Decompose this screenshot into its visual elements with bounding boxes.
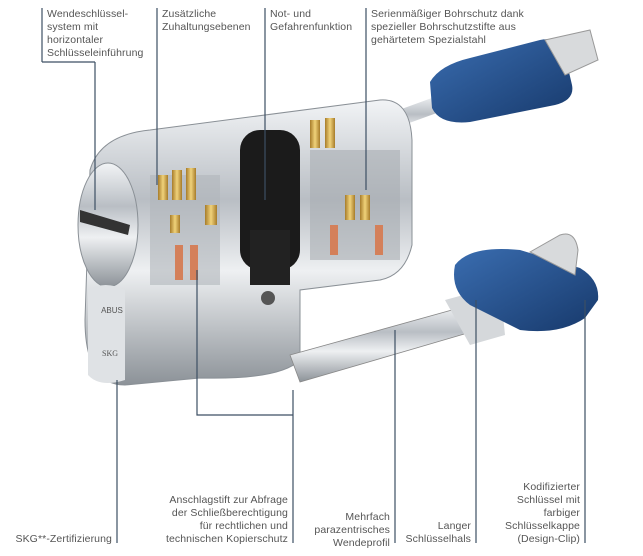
label-skg-certification: SKG**-Zertifizierung: [15, 533, 117, 546]
skg-mark: SKG: [102, 349, 118, 358]
label-text: Langer Schlüsselhals: [405, 520, 471, 545]
label-drill-protection: Serienmäßiger Bohrschutz dank spezieller…: [366, 8, 524, 47]
leader-lines: [41, 8, 586, 543]
label-text: Mehrfach parazentrisches Wendeprofil: [314, 511, 390, 549]
label-reversible-key: Wendeschlüssel- system mit horizontaler …: [42, 8, 143, 60]
label-text: Wendeschlüssel- system mit horizontaler …: [47, 8, 144, 59]
label-extra-pin-levels: Zusätzliche Zuhaltungsebenen: [157, 8, 251, 34]
label-long-key-neck: Langer Schlüsselhals: [406, 520, 477, 546]
label-coded-key: Kodifizierter Schlüssel mit farbiger Sch…: [505, 481, 585, 546]
label-text: Anschlagstift zur Abfrage der Schließber…: [165, 494, 288, 545]
front-key: [289, 233, 599, 383]
label-paracentric-profile: Mehrfach parazentrisches Wendeprofil: [314, 511, 395, 550]
label-stop-pin: Anschlagstift zur Abfrage der Schließber…: [166, 494, 293, 546]
label-text: Kodifizierter Schlüssel mit farbiger Sch…: [505, 481, 580, 545]
label-text: SKG**-Zertifizierung: [15, 533, 112, 545]
label-text: Zusätzliche Zuhaltungsebenen: [162, 8, 251, 33]
label-text: Serienmäßiger Bohrschutz dank spezieller…: [371, 8, 524, 46]
brand-logo: ABUS: [101, 306, 123, 315]
label-text: Not- und Gefahrenfunktion: [270, 8, 353, 33]
label-emergency-function: Not- und Gefahrenfunktion: [265, 8, 352, 34]
cylinder-body: ABUS SKG: [77, 99, 413, 386]
keyhole-icon: [80, 210, 130, 235]
